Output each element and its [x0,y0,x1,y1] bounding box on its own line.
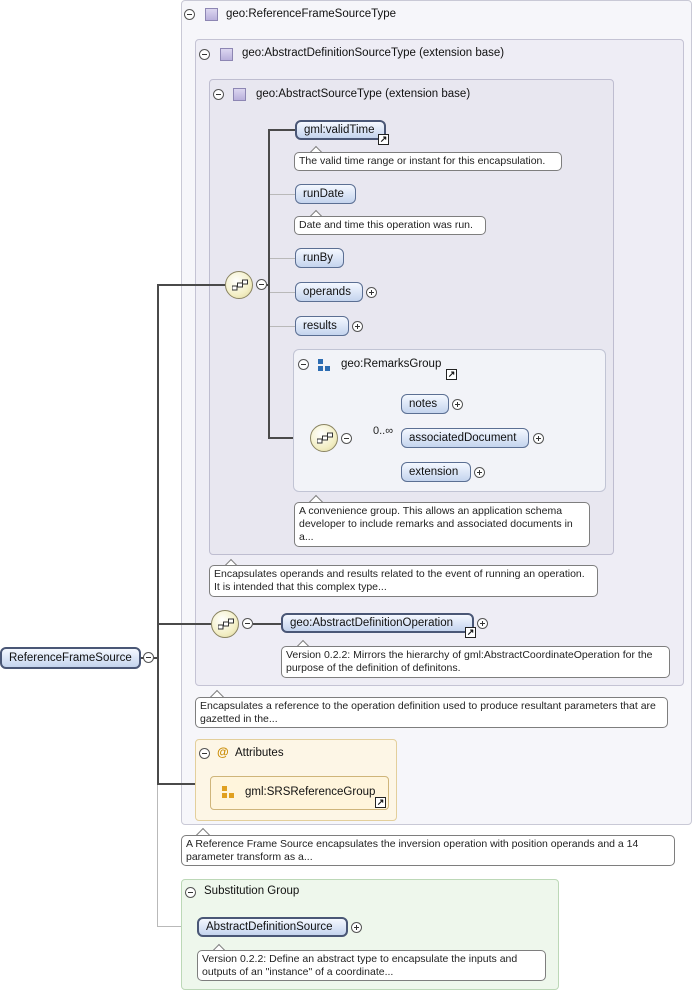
expand-icon[interactable] [477,618,488,629]
attributes-title: Attributes [235,747,284,759]
reference-arrow-icon: ↗ [375,797,386,808]
extension-element[interactable]: extension [401,462,471,482]
connector-line [268,437,310,439]
collapse-icon[interactable] [242,618,253,629]
connector-line [157,623,211,625]
run-date-doc: Date and time this operation was run. [294,216,486,235]
run-by-element[interactable]: runBy [295,248,344,268]
connector-line [270,194,296,195]
associated-document-element[interactable]: associatedDocument [401,428,529,448]
connector-line [157,783,211,785]
expand-icon[interactable] [352,321,363,332]
abstract-definition-operation-element[interactable]: geo:AbstractDefinitionOperation [281,613,474,633]
remarks-group-title: geo:RemarksGroup [341,358,442,370]
reference-arrow-icon: ↗ [446,369,457,380]
valid-time-doc: The valid time range or instant for this… [294,152,562,171]
connector-line [268,129,296,131]
expand-icon[interactable] [533,433,544,444]
attribute-icon: @ [217,745,229,759]
collapse-icon[interactable] [185,887,196,898]
type-icon [233,88,246,101]
abstract-definition-source-element[interactable]: AbstractDefinitionSource [197,917,348,937]
ext1-doc: Encapsulates a reference to the operatio… [195,697,668,728]
collapse-icon[interactable] [199,49,210,60]
expand-icon[interactable] [474,467,485,478]
reference-frame-source-element[interactable]: ReferenceFrameSource [0,647,141,669]
run-date-element[interactable]: runDate [295,184,356,204]
collapse-icon[interactable] [298,359,309,370]
type-icon [220,48,233,61]
substitution-group-title: Substitution Group [204,885,300,897]
ext1-panel-title: geo:AbstractDefinitionSourceType (extens… [242,47,505,59]
connector-line [270,258,296,259]
expand-icon[interactable] [351,922,362,933]
collapse-icon[interactable] [143,652,154,663]
sequence-icon [225,271,253,299]
remarks-group-doc: A convenience group. This allows an appl… [294,502,590,547]
collapse-icon[interactable] [184,9,195,20]
collapse-icon[interactable] [256,279,267,290]
definition-operation-doc: Version 0.2.2: Mirrors the hierarchy of … [281,646,670,678]
reference-arrow-icon: ↗ [378,134,389,145]
expand-icon[interactable] [452,399,463,410]
valid-time-element[interactable]: gml:validTime [295,120,386,140]
type-panel-title: geo:ReferenceFrameSourceType [226,8,397,20]
connector-line [270,326,296,327]
srs-reference-group-label: gml:SRSReferenceGroup [245,786,376,798]
results-element[interactable]: results [295,316,349,336]
group-icon [318,359,330,371]
ext2-doc: Encapsulates operands and results relate… [209,565,598,597]
sequence-icon [310,424,338,452]
srs-reference-group-box[interactable] [210,776,389,810]
group-icon [222,786,234,798]
type-doc: A Reference Frame Source encapsulates th… [181,835,675,866]
collapse-icon[interactable] [213,89,224,100]
sequence-icon [211,610,239,638]
collapse-icon[interactable] [341,433,352,444]
substitution-connector-line [157,785,158,927]
substitution-connector-line [157,926,197,927]
reference-arrow-icon: ↗ [465,627,476,638]
collapse-icon[interactable] [199,748,210,759]
connector-line [253,623,281,625]
expand-icon[interactable] [366,287,377,298]
type-icon [205,8,218,21]
operands-element[interactable]: operands [295,282,363,302]
notes-element[interactable]: notes [401,394,449,414]
connector-line [157,284,225,286]
occurrence-label: 0..∞ [373,425,394,437]
connector-line [270,292,296,293]
ext2-panel-title: geo:AbstractSourceType (extension base) [256,88,471,100]
connector-line [157,285,159,785]
substitution-doc: Version 0.2.2: Define an abstract type t… [197,950,546,981]
